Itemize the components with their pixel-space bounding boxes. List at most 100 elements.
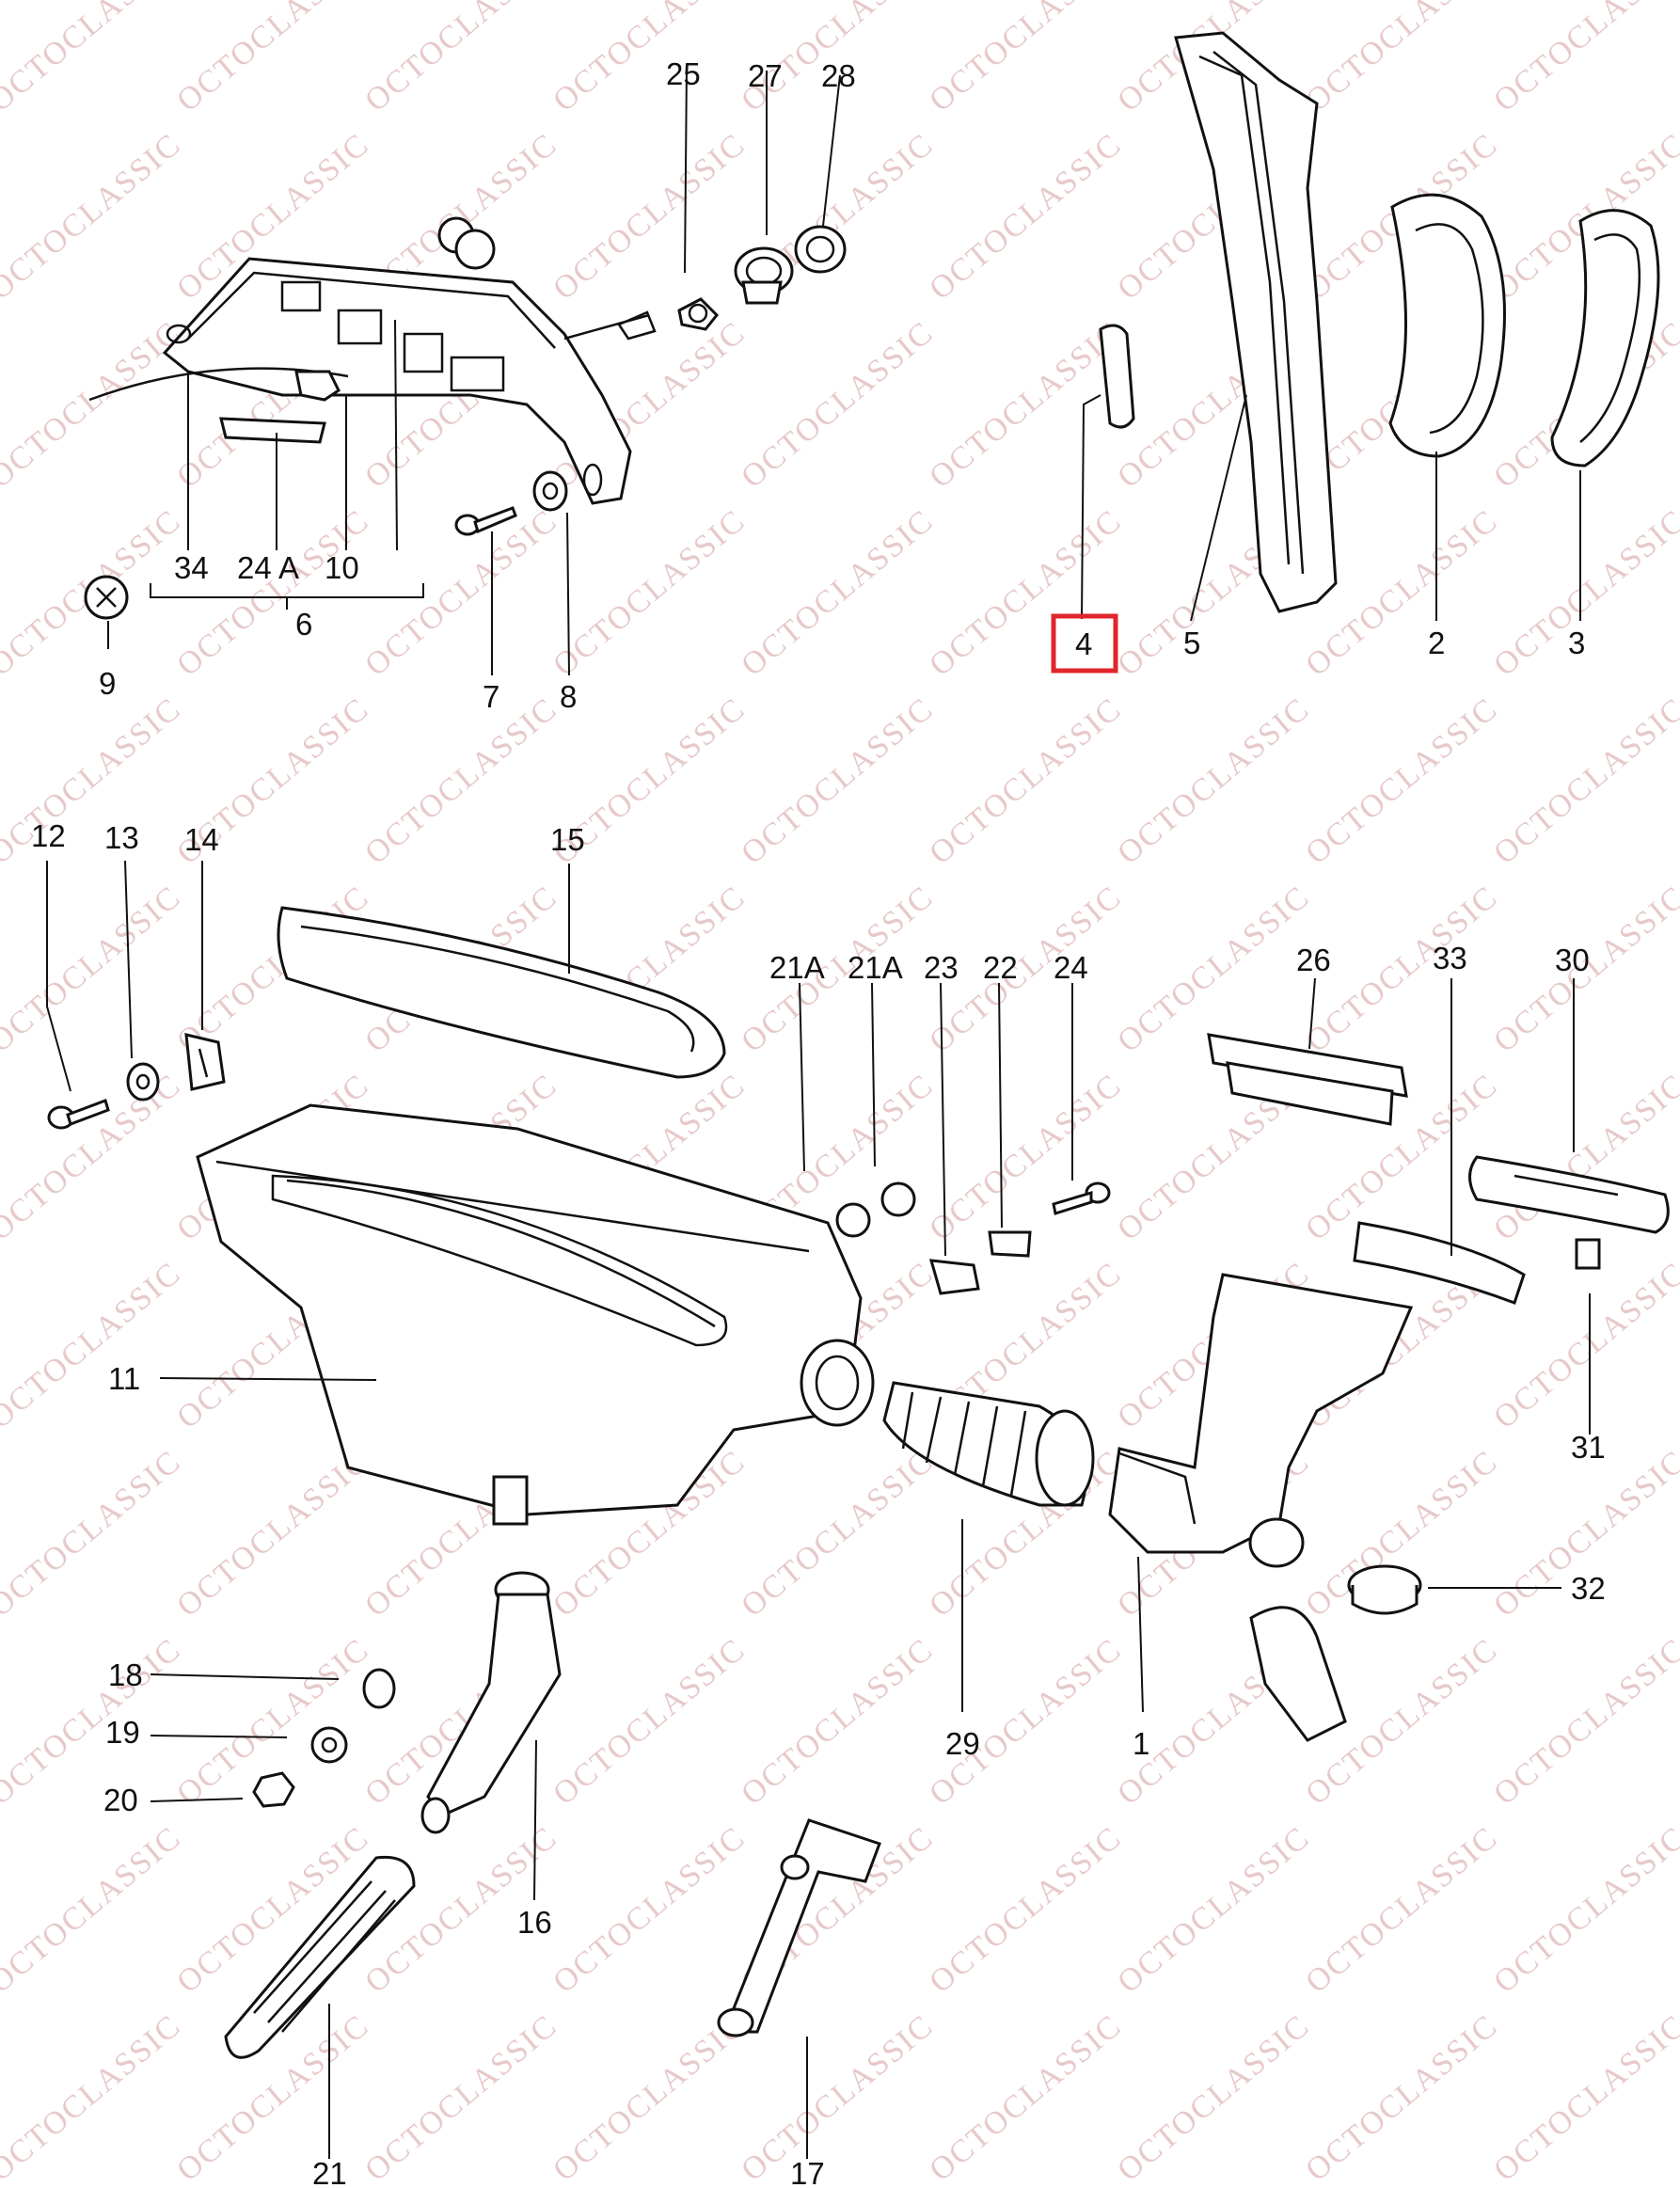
part-12-screw	[47, 1099, 110, 1130]
callout-5: 5	[1183, 626, 1200, 660]
callout-26: 26	[1296, 943, 1331, 977]
watermark-text: OCTOCLASSIC	[547, 503, 752, 683]
callout-32: 32	[1571, 1571, 1606, 1606]
watermark-text: OCTOCLASSIC	[923, 2008, 1128, 2188]
watermark-text: OCTOCLASSIC	[1487, 1820, 1680, 2000]
callout-33: 33	[1433, 941, 1467, 975]
callout-labels: 25 27 28 34 24 A 10 6 9 7 8 4 5 2 3 12 1…	[31, 56, 1606, 2188]
watermark-text: OCTOCLASSIC	[735, 503, 940, 683]
watermark-text: OCTOCLASSIC	[547, 127, 752, 307]
watermark-text: OCTOCLASSIC	[547, 2008, 752, 2188]
watermark-text: OCTOCLASSIC	[1111, 691, 1316, 871]
watermark-text: OCTOCLASSIC	[1299, 691, 1504, 871]
watermark-text: OCTOCLASSIC	[1487, 0, 1680, 119]
part-4-plug	[1099, 324, 1135, 429]
part-22-clip	[988, 1230, 1032, 1258]
callout-16: 16	[517, 1905, 552, 1940]
watermark-text: OCTOCLASSIC	[735, 1444, 940, 1624]
watermark-text: OCTOCLASSIC	[923, 1632, 1128, 1812]
callout-14: 14	[184, 822, 219, 857]
part-8-washer	[532, 470, 568, 512]
callout-3: 3	[1568, 626, 1585, 660]
watermark-text: OCTOCLASSIC	[1299, 0, 1504, 119]
callout-21a-2: 21A	[848, 950, 903, 985]
watermark-text: OCTOCLASSIC	[0, 127, 188, 307]
leader-lines	[46, 65, 1591, 2159]
watermark-text: OCTOCLASSIC	[358, 2008, 563, 2188]
part-3-gasket	[1550, 209, 1660, 468]
part-1-duct	[1108, 1273, 1414, 1568]
watermark-text: OCTOCLASSIC	[735, 315, 940, 495]
callout-11: 11	[108, 1361, 140, 1396]
part-30-vent	[1468, 1155, 1670, 1234]
watermark-text: OCTOCLASSIC	[923, 0, 1128, 119]
part-9-clip	[84, 575, 129, 620]
watermark-text: OCTOCLASSIC	[0, 1820, 188, 2000]
callout-29: 29	[945, 1726, 980, 1761]
watermark-text: OCTOCLASSIC	[923, 691, 1128, 871]
watermark-text: OCTOCLASSIC	[1299, 1820, 1504, 2000]
callout-4: 4	[1075, 626, 1092, 661]
watermark-text: OCTOCLASSIC	[1111, 880, 1316, 1059]
callout-17: 17	[790, 2156, 825, 2188]
part-29-hose	[882, 1381, 1095, 1507]
part-27-gear-knob	[734, 246, 794, 305]
callout-19: 19	[105, 1715, 140, 1750]
watermark-text: OCTOCLASSIC	[358, 0, 563, 119]
part-33-gasket	[1353, 1221, 1526, 1305]
callout-13: 13	[104, 820, 139, 855]
watermark-text: OCTOCLASSIC	[170, 1444, 375, 1624]
callout-6: 6	[295, 607, 312, 642]
watermark-text: OCTOCLASSIC	[0, 1256, 188, 1435]
callout-22: 22	[983, 950, 1018, 985]
watermark-text: OCTOCLASSIC	[170, 503, 375, 683]
watermark-text: OCTOCLASSIC	[1111, 2008, 1316, 2188]
part-11-heater-housing	[196, 1103, 875, 1526]
watermark-text: OCTOCLASSIC	[0, 691, 188, 871]
callout-12: 12	[31, 818, 66, 853]
callout-34: 34	[174, 550, 209, 585]
watermark-text: OCTOCLASSIC	[735, 691, 940, 871]
watermark-text: OCTOCLASSIC	[0, 1068, 188, 1247]
watermark-text: OCTOCLASSIC	[1111, 1820, 1316, 2000]
watermark-text: OCTOCLASSIC	[1487, 2008, 1680, 2188]
watermark-text: OCTOCLASSIC	[170, 0, 375, 119]
watermark-text: OCTOCLASSIC	[358, 691, 563, 871]
part-31-clip	[1575, 1238, 1601, 1270]
part-24-screw	[1052, 1181, 1111, 1215]
callout-23: 23	[924, 950, 959, 985]
part-28-cap	[794, 225, 847, 274]
part-25-knob	[617, 297, 720, 341]
part-hose-lower-right	[1249, 1606, 1347, 1742]
callout-30: 30	[1555, 943, 1590, 977]
callout-7: 7	[483, 679, 499, 714]
watermark-text: OCTOCLASSIC	[0, 1632, 188, 1812]
watermark-text: OCTOCLASSIC	[1487, 1632, 1680, 1812]
callout-9: 9	[99, 666, 116, 701]
callout-28: 28	[821, 58, 856, 93]
callout-24a: 24 A	[237, 550, 299, 585]
part-14-clip	[184, 1033, 226, 1091]
watermark-text: OCTOCLASSIC	[923, 1820, 1128, 2000]
control-lever-assembly	[88, 216, 650, 505]
callout-31: 31	[1571, 1430, 1606, 1465]
part-16-pipe	[420, 1571, 562, 1834]
part-32-cap	[1347, 1564, 1422, 1615]
part-26-vent	[1207, 1033, 1408, 1126]
callout-20: 20	[103, 1783, 138, 1817]
watermark-text: OCTOCLASSIC	[547, 0, 752, 119]
callout-18: 18	[108, 1657, 143, 1692]
part-21-hose	[224, 1855, 416, 2059]
watermark-text: OCTOCLASSIC	[1299, 2008, 1504, 2188]
part-13-washer	[126, 1062, 160, 1102]
part-21a-clips	[835, 1181, 916, 1238]
part-18-washer	[362, 1668, 396, 1709]
part-2-grille	[1388, 193, 1506, 458]
watermark-text: OCTOCLASSIC	[0, 880, 188, 1059]
callout-25: 25	[666, 56, 701, 91]
part-15-gasket	[277, 906, 726, 1079]
watermark-text: OCTOCLASSIC	[923, 503, 1128, 683]
watermark-text: OCTOCLASSIC	[0, 315, 188, 495]
watermark-text: OCTOCLASSIC	[1487, 691, 1680, 871]
